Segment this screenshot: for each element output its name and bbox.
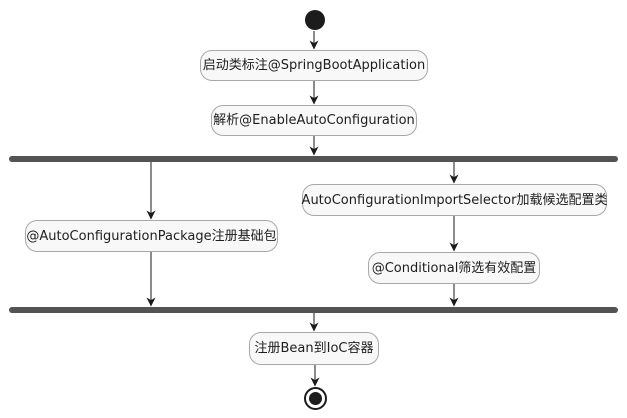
- activity-conditional-filter: @Conditional筛选有效配置: [368, 252, 540, 284]
- activity-autoconfigurationpackage-register: @AutoConfigurationPackage注册基础包: [25, 220, 278, 252]
- fork-bar: [9, 156, 618, 162]
- join-bar: [9, 307, 618, 313]
- end-node-dot: [309, 392, 322, 405]
- end-node: [304, 387, 327, 410]
- activity-importselector-load-candidates: AutoConfigurationImportSelector加载候选配置类: [302, 184, 607, 216]
- activity-register-bean-ioc: 注册Bean到IoC容器: [249, 332, 379, 365]
- start-node: [305, 10, 325, 30]
- activity-annotate-springbootapplication: 启动类标注@SpringBootApplication: [200, 50, 428, 81]
- activity-parse-enableautoconfiguration: 解析@EnableAutoConfiguration: [211, 105, 417, 136]
